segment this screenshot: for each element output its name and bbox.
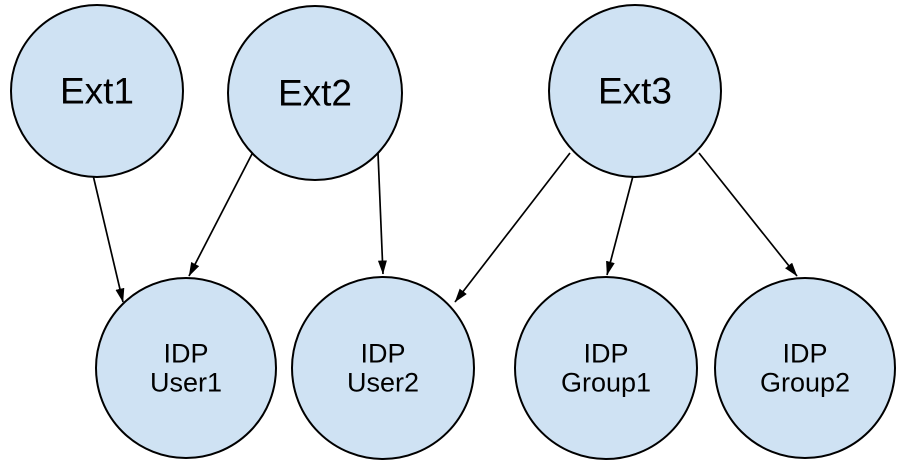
node-ext2: Ext2 bbox=[227, 5, 403, 181]
node-label-line: IDP bbox=[360, 339, 405, 369]
node-circle-ext1 bbox=[10, 4, 184, 178]
node-label-ext3: Ext3 bbox=[598, 71, 672, 112]
edge-ext2-to-idp-user1 bbox=[188, 151, 254, 277]
node-ext1: Ext1 bbox=[10, 4, 184, 178]
node-circle-idp-user1 bbox=[95, 277, 277, 459]
edge-ext1-to-idp-user1 bbox=[92, 174, 125, 303]
node-label-line: User1 bbox=[150, 368, 222, 398]
node-ext3: Ext3 bbox=[548, 4, 722, 178]
node-circle-ext2 bbox=[227, 5, 403, 181]
node-circle-ext3 bbox=[548, 4, 722, 178]
edge-ext2-to-idp-user2 bbox=[377, 152, 387, 275]
edge-ext3-to-idp-group1 bbox=[606, 175, 634, 276]
node-label-line: IDP bbox=[163, 339, 208, 369]
node-label-line: Group2 bbox=[760, 368, 850, 398]
edge-ext3-to-idp-user2 bbox=[454, 152, 571, 303]
node-label-line: IDP bbox=[782, 339, 827, 369]
node-label-ext2: Ext2 bbox=[278, 73, 352, 114]
edges-layer bbox=[92, 151, 798, 303]
node-label-line: IDP bbox=[583, 339, 628, 369]
node-circle-idp-user2 bbox=[291, 276, 475, 460]
node-circle-idp-group2 bbox=[714, 277, 896, 459]
edge-ext3-to-idp-group2 bbox=[698, 152, 798, 277]
node-circle-idp-group1 bbox=[514, 276, 698, 460]
node-label-line: Group1 bbox=[561, 368, 651, 398]
node-label-ext1: Ext1 bbox=[60, 71, 134, 112]
node-label-line: User2 bbox=[347, 368, 419, 398]
